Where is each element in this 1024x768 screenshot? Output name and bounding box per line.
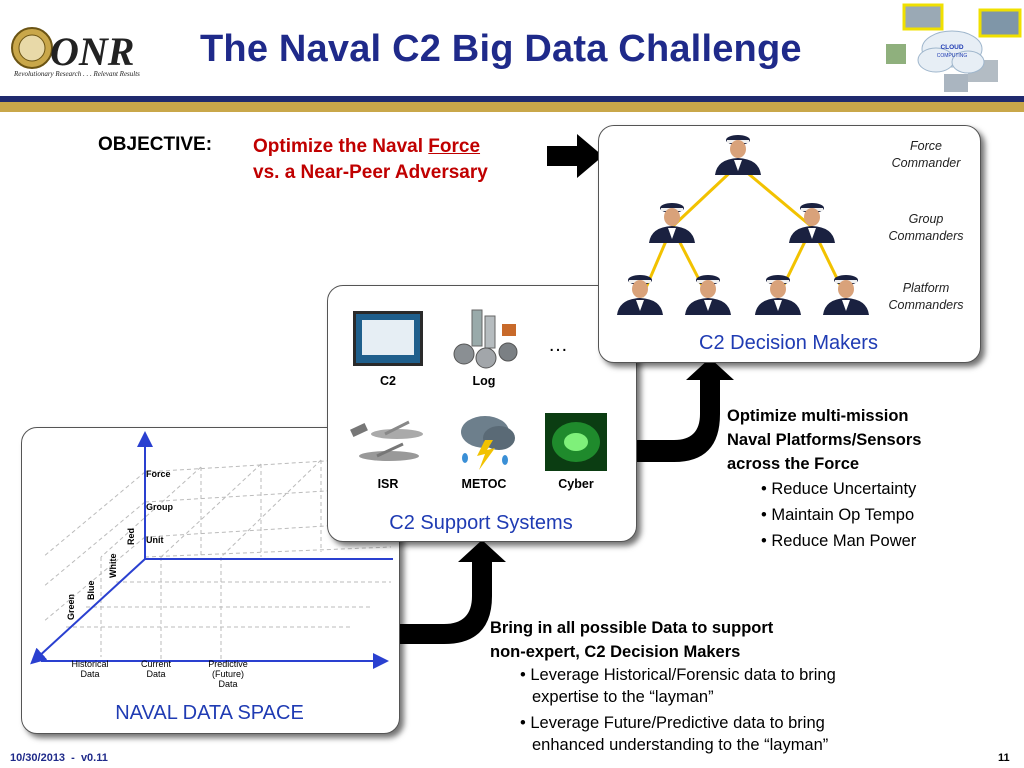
officer-icon-platform-commander-2 xyxy=(685,275,731,315)
isr-aircraft-icon xyxy=(350,420,423,461)
cloud-computing-collage: CLOUD COMPUTING xyxy=(886,3,1022,92)
optimize-block: Optimize multi-mission Naval Platforms/S… xyxy=(727,404,1017,552)
axis-color-red: Red xyxy=(126,527,136,545)
c2-support-systems-title: C2 Support Systems xyxy=(389,512,573,534)
optimize-bullet-3: • Reduce Man Power xyxy=(761,532,917,550)
officer-icon-force-commander xyxy=(715,135,761,175)
objective-label: OBJECTIVE: xyxy=(98,134,213,155)
footer-page-number: 11 xyxy=(998,752,1010,764)
objective-line-1: Optimize the Naval Force xyxy=(253,136,481,157)
officer-icon-group-commander-1 xyxy=(649,203,695,243)
axis-level-force: Force xyxy=(146,469,171,479)
onr-logo-seal xyxy=(11,27,53,69)
axis-color-blue: Blue xyxy=(86,580,96,600)
data-space-3d-grid xyxy=(30,431,393,669)
metoc-storm-icon xyxy=(461,416,515,470)
svg-text:CLOUD: CLOUD xyxy=(940,44,963,51)
optimize-line-1: Optimize multi-mission xyxy=(727,407,909,425)
support-label-cyber: Cyber xyxy=(558,477,594,491)
data-bullet-1: • Leverage Historical/Forensic data to b… xyxy=(520,666,836,706)
objective-arrow-icon xyxy=(547,134,603,178)
axis-color-white: White xyxy=(108,553,118,579)
axis-time-predictive: Predictive(Future)Data xyxy=(208,659,248,689)
svg-text:COMPUTING: COMPUTING xyxy=(937,53,968,59)
data-support-block: Bring in all possible Data to support no… xyxy=(490,616,910,756)
axis-level-group: Group xyxy=(146,502,173,512)
axis-level-unit: Unit xyxy=(146,535,164,545)
header-divider-gold xyxy=(0,102,1024,112)
onr-logo-tagline: Revolutionary Research . . . Relevant Re… xyxy=(14,70,140,78)
support-label-isr: ISR xyxy=(377,477,399,491)
optimize-line-2: Naval Platforms/Sensors xyxy=(727,431,922,449)
data-bullet-2: • Leverage Future/Predictive data to bri… xyxy=(520,714,829,754)
naval-data-space-title: NAVAL DATA SPACE xyxy=(115,702,304,724)
support-label-c2: C2 xyxy=(380,374,396,388)
officer-icon-group-commander-2 xyxy=(789,203,835,243)
officer-icon-platform-commander-4 xyxy=(823,275,869,315)
c2-decision-makers-title: C2 Decision Makers xyxy=(699,332,878,354)
objective-text: Optimize the Naval Force vs. a Near-Peer… xyxy=(253,134,488,186)
page-title: The Naval C2 Big Data Challenge xyxy=(200,28,802,70)
support-label-metoc: METOC xyxy=(461,477,507,491)
c2-decision-makers-panel xyxy=(598,125,981,363)
cyber-tunnel-icon xyxy=(545,413,607,471)
officer-icon-platform-commander-1 xyxy=(617,275,663,315)
c2-screen-icon xyxy=(353,311,423,366)
curved-arrow-icon-upper xyxy=(636,358,734,462)
officer-icon-platform-commander-3 xyxy=(755,275,801,315)
optimize-line-3: across the Force xyxy=(727,455,860,473)
logistics-parts-icon xyxy=(453,309,518,369)
support-label-log: Log xyxy=(472,374,496,388)
optimize-bullet-1: • Reduce Uncertainty xyxy=(761,480,917,498)
ellipsis-more: … xyxy=(548,334,568,356)
data-line-2: non-expert, C2 Decision Makers xyxy=(490,643,741,661)
axis-color-green: Green xyxy=(66,593,76,620)
footer-date-version: 10/30/2013 - v0.11 xyxy=(10,752,108,764)
onr-logo-text: ONR xyxy=(50,29,135,74)
optimize-bullet-2: • Maintain Op Tempo xyxy=(761,506,915,524)
header-divider-navy xyxy=(0,96,1024,102)
data-line-1: Bring in all possible Data to support xyxy=(490,619,774,637)
objective-line-2: vs. a Near-Peer Adversary xyxy=(253,162,488,183)
curved-arrow-icon-lower xyxy=(400,540,506,644)
